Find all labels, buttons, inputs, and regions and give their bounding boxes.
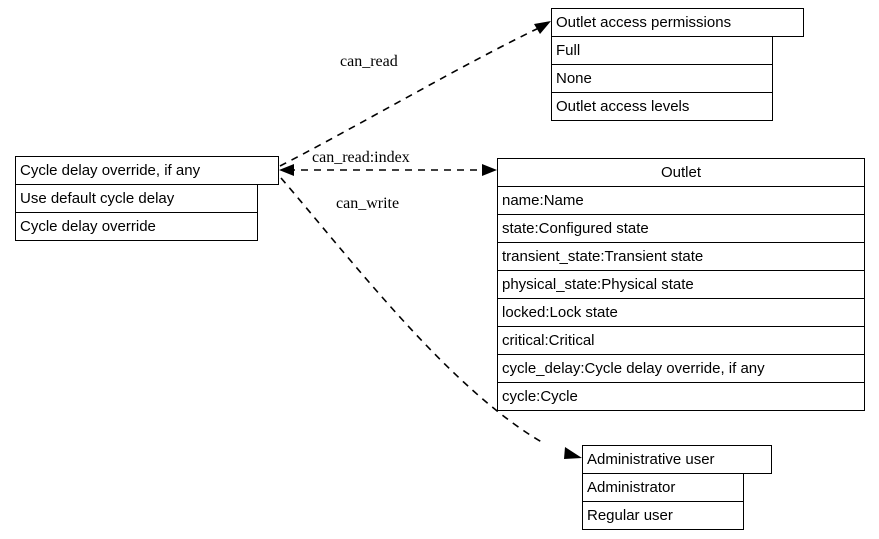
node-outlet-row: name:Name — [497, 186, 865, 215]
edge-can-read — [279, 21, 551, 167]
node-administrative-user-row: Administrator — [582, 473, 744, 502]
node-outlet-row: cycle_delay:Cycle delay override, if any — [497, 354, 865, 383]
node-outlet-row: transient_state:Transient state — [497, 242, 865, 271]
node-outlet-row: locked:Lock state — [497, 298, 865, 327]
edge-label-can-read-index: can_read:index — [312, 149, 410, 166]
edge-label-can-read: can_read — [340, 53, 398, 70]
node-cycle-delay-override-row: Cycle delay override — [15, 212, 258, 241]
node-outlet-row: physical_state:Physical state — [497, 270, 865, 299]
edge-label-can-write: can_write — [336, 195, 400, 212]
node-outlet-row: critical:Critical — [497, 326, 865, 355]
node-outlet-access-permissions-title: Outlet access permissions — [551, 8, 804, 37]
node-outlet-access-permissions-row: None — [551, 64, 773, 93]
node-outlet-access-permissions-row: Full — [551, 36, 773, 65]
node-outlet-row: cycle:Cycle — [497, 382, 865, 411]
node-outlet-row: state:Configured state — [497, 214, 865, 243]
node-cycle-delay-override-row: Use default cycle delay — [15, 184, 258, 213]
node-administrative-user-row: Regular user — [582, 501, 744, 530]
node-outlet-access-permissions-row: Outlet access levels — [551, 92, 773, 121]
node-administrative-user-title: Administrative user — [582, 445, 772, 474]
node-outlet-title: Outlet — [497, 158, 865, 187]
node-cycle-delay-override-title: Cycle delay override, if any — [15, 156, 279, 185]
